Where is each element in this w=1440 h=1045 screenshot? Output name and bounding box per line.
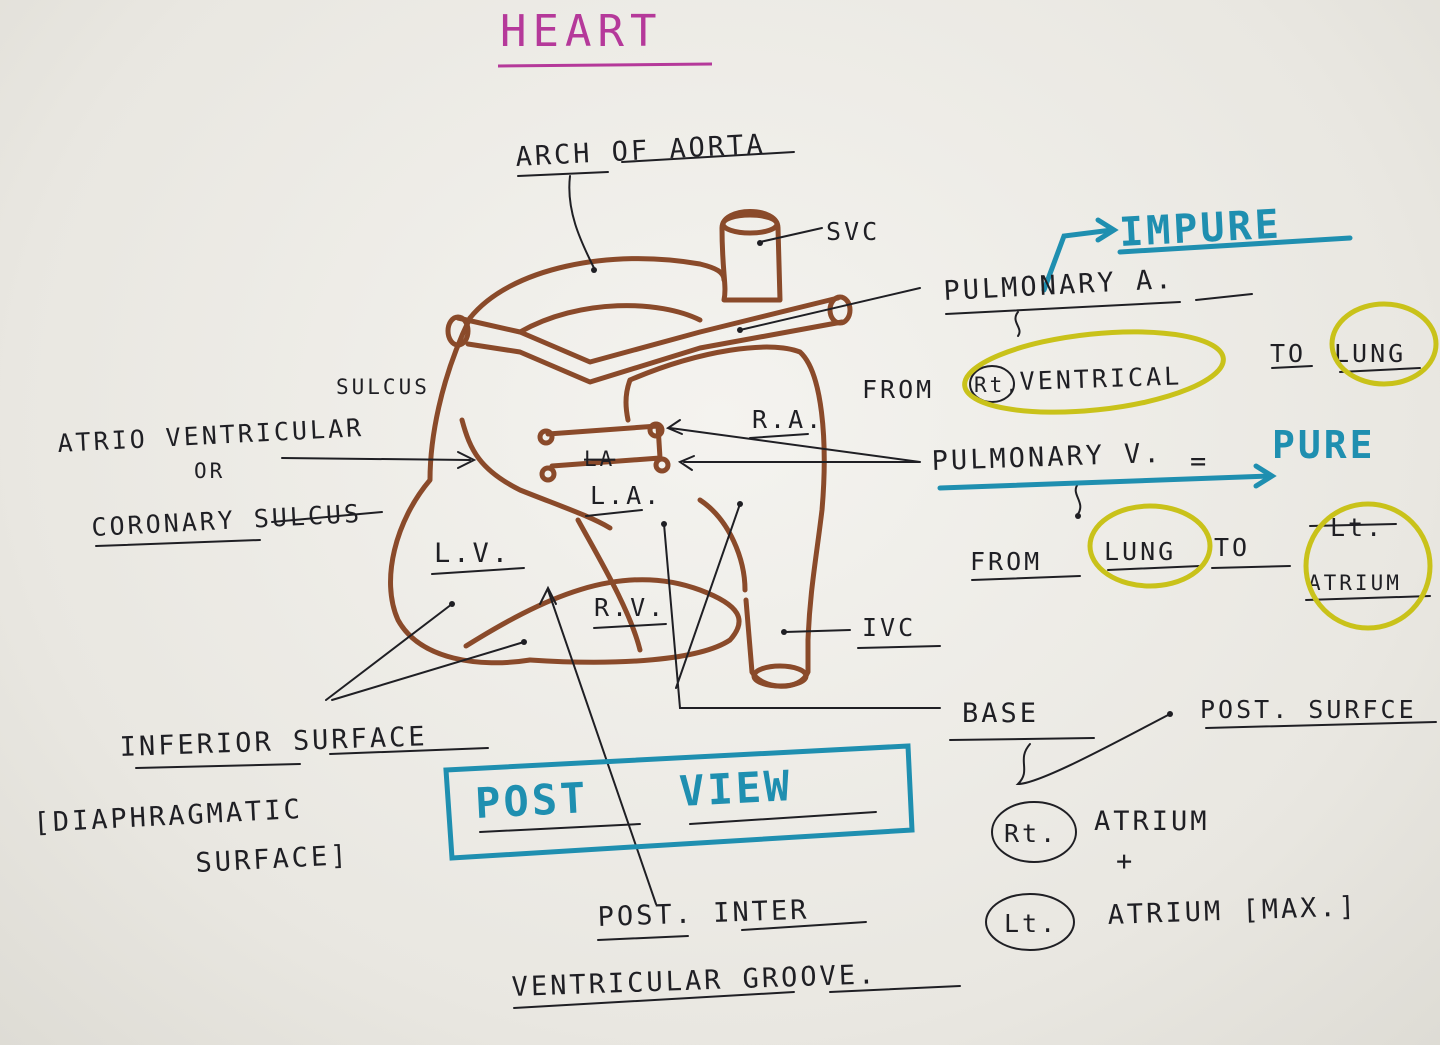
- underlines: [95, 151, 1437, 1009]
- pure-arrow: [937, 473, 1273, 491]
- label-rv: R.V.: [594, 593, 666, 622]
- squiggle-2: [1074, 483, 1082, 515]
- note-pure: PURE: [1272, 423, 1376, 467]
- highlight-lt-atrium: [1303, 501, 1433, 631]
- heart-outline: [388, 209, 853, 689]
- ra-inner: [623, 377, 633, 423]
- leader-coronary-sulcus: [281, 457, 471, 461]
- highlight-lung-2: [1087, 503, 1213, 589]
- note-pulmonary-v: PULMONARY V.: [931, 438, 1163, 477]
- pv-opening-1: [537, 428, 555, 446]
- note-lt-1: Lt.: [1330, 513, 1384, 542]
- post-view-word-2: VIEW: [678, 761, 794, 816]
- leader-base: [663, 503, 941, 709]
- note-pulmonary-a: PULMONARY A.: [943, 264, 1175, 307]
- label-arch-of-aorta: ARCH OF AORTA: [515, 129, 767, 173]
- pulmonary-artery-bottom: [465, 319, 845, 385]
- leader-pulmonary-v: [669, 427, 921, 463]
- label-la: L.A.: [590, 481, 662, 510]
- impure-arrow: [1041, 227, 1115, 293]
- label-svc: SVC: [826, 217, 880, 246]
- label-diaphragmatic-2: SURFACE]: [195, 840, 350, 879]
- label-coronary-sulcus: CORONARY SULCUS: [91, 499, 363, 542]
- note-equals: =: [1190, 446, 1209, 477]
- note-base: BASE: [962, 698, 1039, 729]
- leader-post-inter: [547, 589, 657, 905]
- note-lung-1: LUNG: [1334, 339, 1406, 368]
- note-lt-2: Lt.: [1004, 909, 1058, 938]
- label-diaphragmatic-1: [DIAPHRAGMATIC: [33, 794, 304, 839]
- label-atrio-ventricular: ATRIO VENTRICULAR: [57, 413, 365, 458]
- svc-vessel: [719, 209, 783, 303]
- label-ra: R.A.: [752, 405, 824, 434]
- note-atrium-2: ATRIUM: [1094, 806, 1210, 837]
- ventricle-bottom: [463, 577, 742, 665]
- ivc-opening: [751, 663, 809, 689]
- note-plus: +: [1116, 846, 1135, 877]
- left-atrium-box: [545, 423, 663, 469]
- post-view-box: POST VIEW: [443, 743, 915, 861]
- leader-pulmonary-a: [739, 287, 921, 331]
- highlight-rt-ventrical: [962, 329, 1226, 415]
- leader-svc: [759, 227, 823, 243]
- right-atrium-border: [627, 344, 827, 643]
- note-rt-2: Rt.: [1004, 819, 1058, 848]
- post-view-word-1: POST: [474, 773, 590, 828]
- label-la-struck: LA: [584, 447, 615, 471]
- label-lv: L.V.: [434, 538, 511, 569]
- pv-opening-2: [539, 465, 557, 483]
- leader-aorta: [568, 175, 595, 269]
- svc-opening: [720, 212, 780, 236]
- leader-lines: [281, 175, 1173, 905]
- note-atrium-1: ATRIUM: [1308, 571, 1402, 595]
- pulmonary-artery-top: [455, 295, 841, 365]
- pv-opening-3: [647, 421, 665, 439]
- note-to-1: TO: [1270, 339, 1306, 368]
- coronary-sulcus-line: [459, 417, 613, 531]
- title-underline: [497, 62, 713, 68]
- leader-inferior-surface: [325, 603, 525, 701]
- title: HEART: [500, 6, 662, 57]
- pa-right-opening: [827, 294, 853, 326]
- aortic-arch-inner: [517, 303, 703, 335]
- note-from-2: FROM: [970, 547, 1042, 576]
- note-ventrical: VENTRICAL: [1019, 361, 1182, 396]
- label-sulcus: SULCUS: [336, 375, 430, 399]
- label-or: OR: [194, 459, 225, 483]
- note-post-surface: POST. SURFCE: [1200, 695, 1417, 724]
- highlight-lung-1: [1329, 301, 1439, 387]
- leader-base-post: [1015, 713, 1171, 786]
- label-ventricular-groove: VENTRICULAR GROOVE.: [511, 959, 878, 1003]
- note-from-1: FROM: [862, 375, 934, 404]
- squiggle-1: [1014, 311, 1021, 337]
- pv-opening-4: [653, 456, 671, 474]
- note-lung-2: LUNG: [1104, 537, 1176, 566]
- leader-ivc: [784, 629, 851, 633]
- label-ivc: IVC: [862, 613, 916, 642]
- label-inferior-surface: INFERIOR SURFACE: [119, 721, 428, 763]
- note-rt-1: Rt.: [974, 373, 1021, 397]
- aortic-arch-outer: [467, 256, 727, 321]
- label-post-inter: POST. INTER: [597, 895, 810, 933]
- note-to-2: TO: [1214, 533, 1250, 562]
- rv-right-line: [697, 497, 748, 593]
- note-atrium-max: ATRIUM [MAX.]: [1107, 891, 1358, 931]
- left-border: [388, 315, 533, 666]
- interventricular-line: [575, 517, 643, 653]
